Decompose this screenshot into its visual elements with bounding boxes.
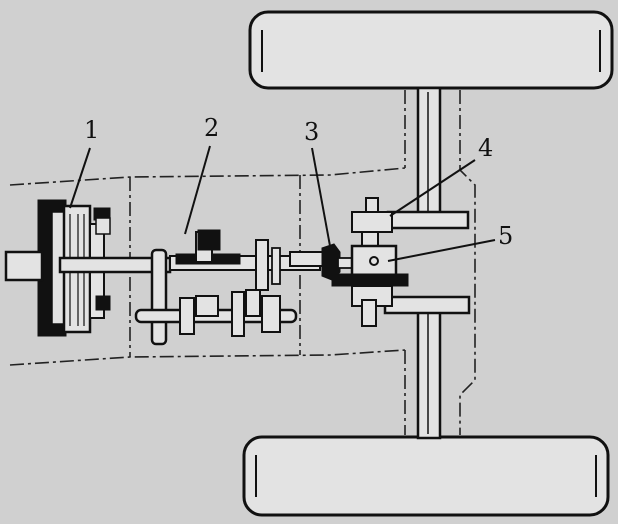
final-drive (331, 197, 409, 327)
leader-lines (69, 145, 496, 262)
callout-5: 5 (498, 222, 513, 250)
callout-1: 1 (84, 116, 99, 144)
bottom-wheel (242, 435, 610, 517)
callout-3: 3 (304, 118, 319, 146)
top-wheel (248, 10, 614, 90)
chassis-outline (9, 90, 476, 435)
callout-2: 2 (204, 114, 219, 142)
gearbox (58, 229, 321, 346)
universal-joint (289, 243, 355, 281)
callout-4: 4 (478, 134, 493, 162)
